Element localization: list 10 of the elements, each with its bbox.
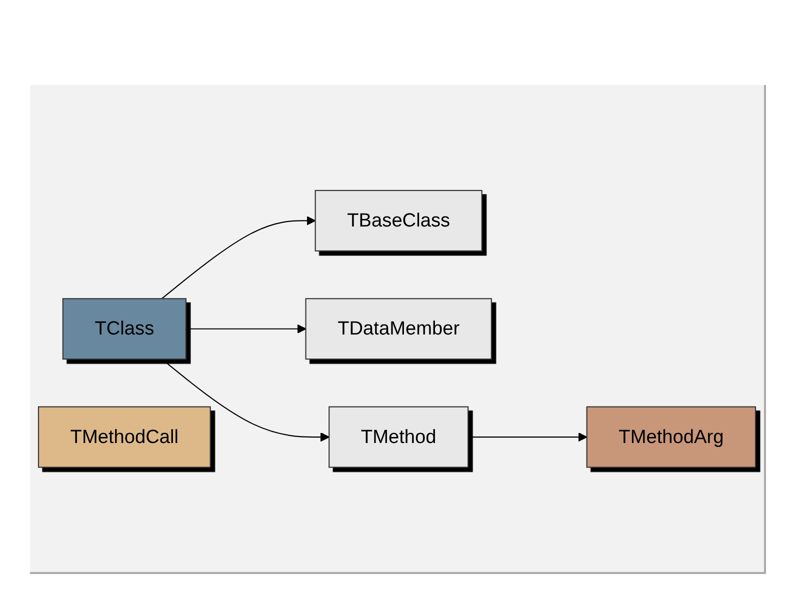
node-box: TMethod: [328, 406, 469, 468]
node-box: TMethodArg: [586, 406, 756, 468]
arrow: [161, 358, 330, 442]
node-box: TDataMember: [305, 298, 492, 360]
arrow: [186, 324, 306, 334]
node-box: TClass: [62, 298, 186, 360]
node-box: TBaseClass: [314, 190, 482, 252]
node-box: TMethodCall: [38, 406, 211, 468]
arrow: [468, 432, 588, 442]
arrow: [161, 216, 316, 299]
